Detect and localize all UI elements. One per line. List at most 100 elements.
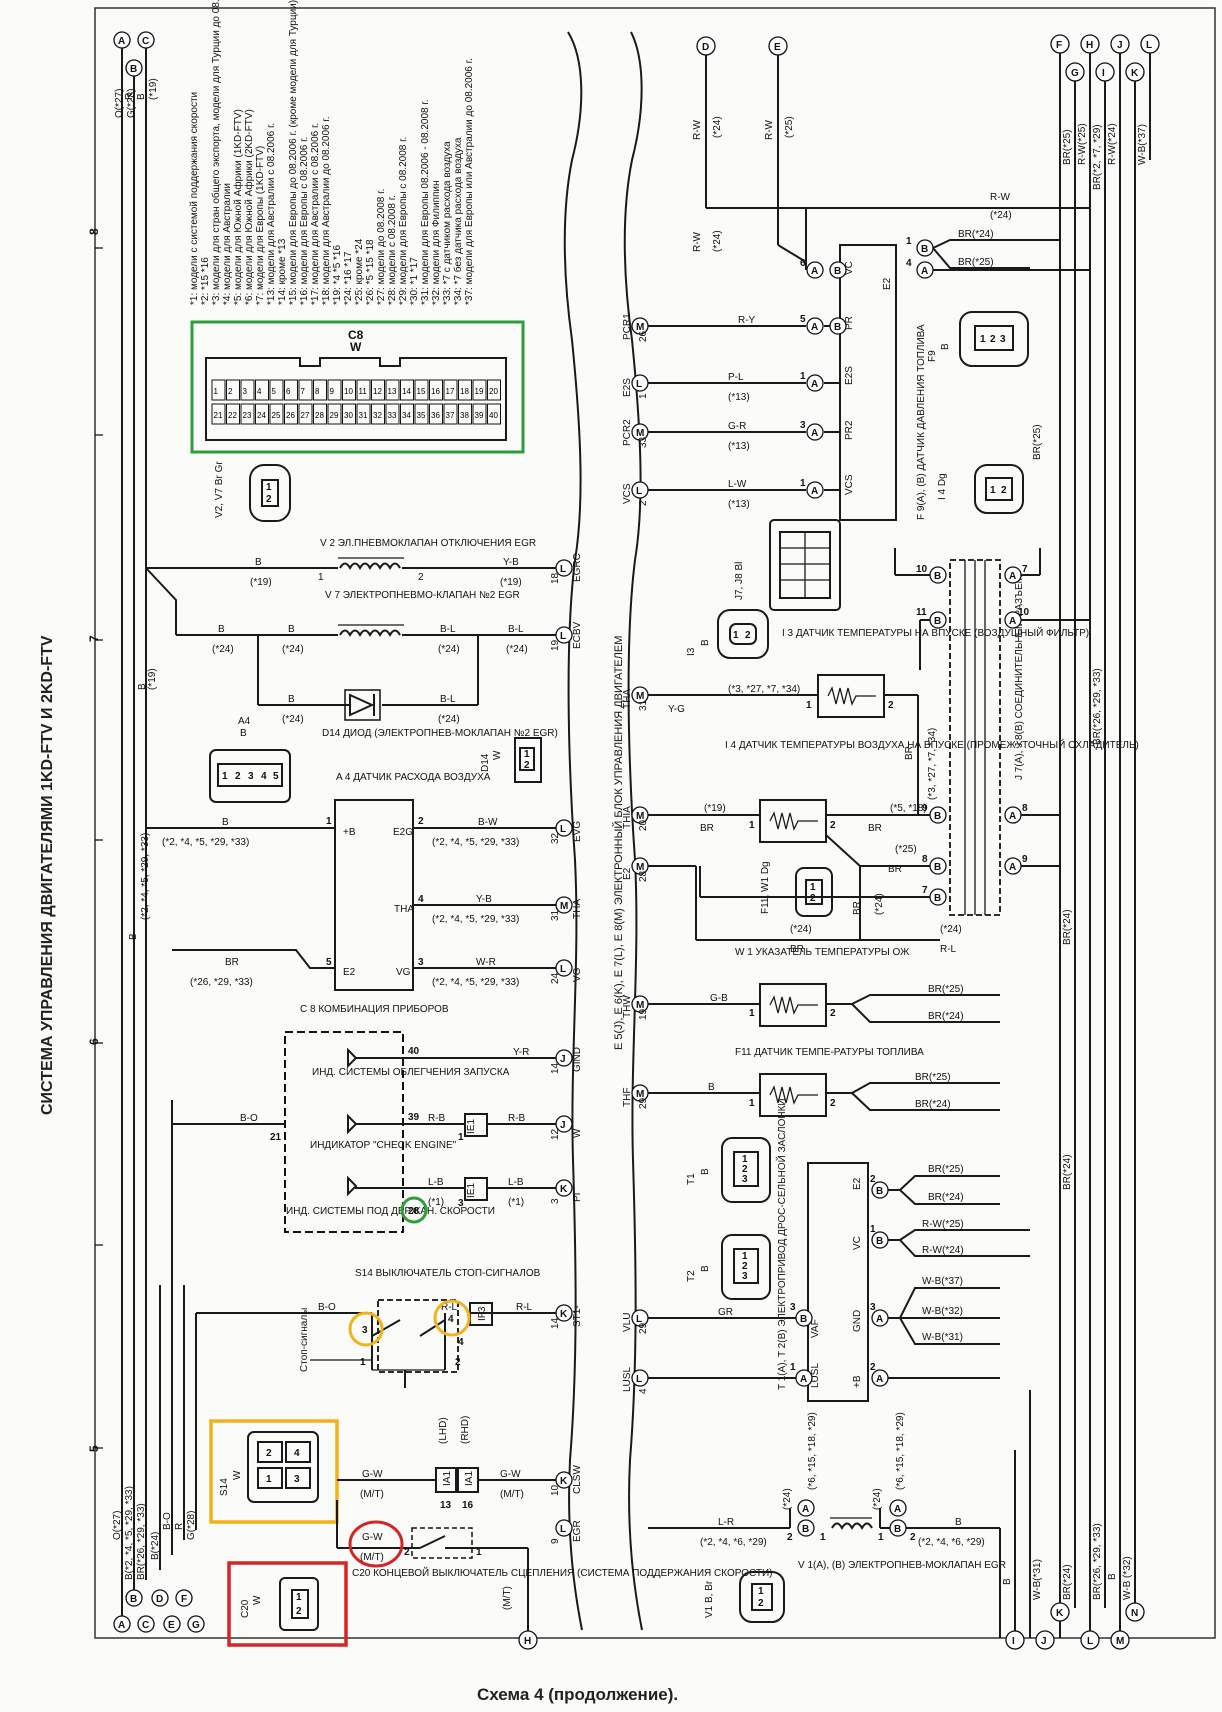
ecu-pin-connector-letter: L [636, 1374, 642, 1385]
c8-pin-cell [240, 379, 255, 401]
svg-text:IA1: IA1 [464, 1471, 475, 1486]
svg-text:2: 2 [418, 572, 424, 583]
svg-text:S14 ВЫКЛЮЧАТЕЛЬ СТОП-СИГНАЛОВ: S14 ВЫКЛЮЧАТЕЛЬ СТОП-СИГНАЛОВ [355, 1268, 541, 1279]
ecu-pin-signal: VCS [622, 483, 633, 504]
svg-text:W: W [252, 1595, 263, 1605]
c8-pin-cell [298, 403, 313, 425]
c8-pin-cell [487, 379, 501, 401]
ecu-pin-signal: PCR1 [622, 313, 633, 340]
ecu-pin-connector-letter: M [636, 322, 644, 333]
svg-text:2: 2 [1001, 485, 1007, 496]
svg-text:3: 3 [800, 420, 806, 431]
svg-text:*29: модели для Европы с 08.20: *29: модели для Европы с 08.2008 г. [398, 137, 409, 305]
svg-text:W-B(*31): W-B(*31) [1032, 1559, 1043, 1600]
ecu-pin-number: 19 [638, 1008, 649, 1020]
svg-text:(*2, *4, *5, *29, *33): (*2, *4, *5, *29, *33) [432, 977, 519, 988]
c8-pin-cell [284, 403, 298, 425]
ecu-pin-signal: EGRC [572, 553, 583, 582]
svg-text:I 4 Dg: I 4 Dg [937, 473, 948, 500]
c8-pin-number: 40 [489, 411, 498, 420]
left-wire-top-19: (*19) [148, 78, 159, 100]
svg-text:J: J [1041, 1636, 1047, 1647]
svg-text:(*19): (*19) [147, 668, 158, 690]
svg-text:B: B [288, 624, 295, 635]
v1-egr-valve: L-R (*2, *4, *6, *29) B (*2, *4, *6, *29… [648, 1412, 1006, 1571]
ecu-pin-number: 29 [638, 1097, 649, 1109]
svg-text:Y-B: Y-B [476, 894, 492, 905]
svg-text:E2: E2 [343, 967, 356, 978]
svg-text:2: 2 [830, 820, 836, 831]
d14-label: D14 ДИОД (ЭЛЕКТРОПНЕВ-МОКЛАПАН №2 EGR) [322, 728, 558, 739]
ecu-pin-signal: THF [622, 1088, 633, 1107]
c20-pin-2: 2 [404, 1547, 410, 1558]
ecu-pin-number: 28 [638, 870, 649, 882]
svg-text:G: G [192, 1620, 200, 1631]
c8-pin-cell [400, 379, 414, 401]
svg-text:(*2, *4, *6, *29): (*2, *4, *6, *29) [700, 1537, 767, 1548]
ecu-pin-number: 10 [550, 1484, 561, 1496]
svg-text:*30: *1 *17: *30: *1 *17 [409, 257, 420, 305]
svg-text:3: 3 [458, 1198, 464, 1209]
svg-text:(*26, *29, *33): (*26, *29, *33) [190, 977, 253, 988]
svg-text:1: 1 [990, 485, 996, 496]
svg-text:5: 5 [800, 314, 806, 325]
ecu-pin-signal: CLSW [572, 1465, 583, 1494]
svg-text:13: 13 [440, 1500, 452, 1511]
svg-text:R-W(*24): R-W(*24) [1107, 123, 1118, 165]
d14-connector: 12 D14 W [480, 737, 542, 783]
v2v7-connector: 12 V2, V7 Br Gr [214, 461, 291, 522]
svg-text:B: B [130, 64, 137, 75]
svg-text:*16: модели для Европы с 08.20: *16: модели для Европы с 08.2006 г. [299, 137, 310, 305]
ecu-right-edge [623, 31, 643, 1631]
pin-28-highlight [400, 1196, 428, 1224]
svg-text:1: 1 [800, 478, 806, 489]
c8-pin-cell [255, 379, 269, 401]
svg-text:R-W(*24): R-W(*24) [922, 1245, 964, 1256]
ecu-pin-connector [555, 896, 573, 914]
ecu-pin-connector-letter: M [636, 811, 644, 822]
svg-text:B: B [876, 1236, 883, 1247]
svg-text:E: E [774, 42, 781, 53]
svg-text:1: 1 [878, 1532, 884, 1543]
left-wire-bottom-b: B(*2, *4, *5, *29, *33) [124, 1486, 135, 1580]
ecu-pin-connector-letter: K [560, 1309, 568, 1320]
svg-text:V1 B, Br: V1 B, Br [704, 1580, 715, 1618]
throttle-actuator: T 1(A), T 2(B) ЭЛЕКТРОПРИВОД ДРОС-СЕЛЬНО… [648, 1098, 1030, 1402]
svg-text:B: B [137, 683, 148, 690]
ecu-pin-signal: THW [622, 995, 633, 1018]
svg-text:R-B: R-B [428, 1113, 446, 1124]
ecu-pin-signal: ECBV [572, 621, 583, 649]
svg-text:K: K [1131, 68, 1139, 79]
c8-pin-number: 14 [402, 387, 411, 396]
t1-connector: 123 T1 B [686, 1137, 771, 1203]
c8-pin-cell [226, 379, 240, 401]
svg-text:(*24): (*24) [782, 1488, 793, 1510]
ecu-pin-signal: THIA [622, 806, 633, 829]
svg-text:A: A [894, 1504, 901, 1515]
svg-text:2: 2 [524, 760, 530, 771]
c8-pin-number: 5 [272, 387, 277, 396]
svg-text:1: 1 [800, 371, 806, 382]
svg-text:R-L: R-L [516, 1302, 533, 1313]
svg-text:BR(*26, *29, *33): BR(*26, *29, *33) [1092, 668, 1103, 745]
ecu-pin-connector-letter: M [636, 428, 644, 439]
svg-text:W-B(*37): W-B(*37) [1137, 124, 1148, 165]
egrc-circuit: B (*19) Y-B (*19) V 2 ЭЛ.ПНЕВМОКЛАПАН ОТ… [146, 538, 556, 588]
svg-text:BR(*24): BR(*24) [1062, 1564, 1073, 1600]
svg-text:C: C [142, 1620, 149, 1631]
svg-text:10: 10 [916, 564, 928, 575]
svg-text:1: 1 [266, 482, 272, 493]
svg-text:PR2: PR2 [844, 420, 855, 440]
ecu-pin-number: 32 [550, 832, 561, 844]
svg-text:2: 2 [418, 816, 424, 827]
svg-text:2: 2 [455, 1357, 461, 1368]
c8-pin-number: 8 [315, 387, 320, 396]
c20-connector-highlight [227, 1561, 348, 1647]
svg-text:1: 1 [906, 236, 912, 247]
svg-text:B: B [834, 266, 841, 277]
svg-text:R-B: R-B [508, 1113, 526, 1124]
bottom-right-letters: I J K L M N [1005, 1602, 1145, 1650]
